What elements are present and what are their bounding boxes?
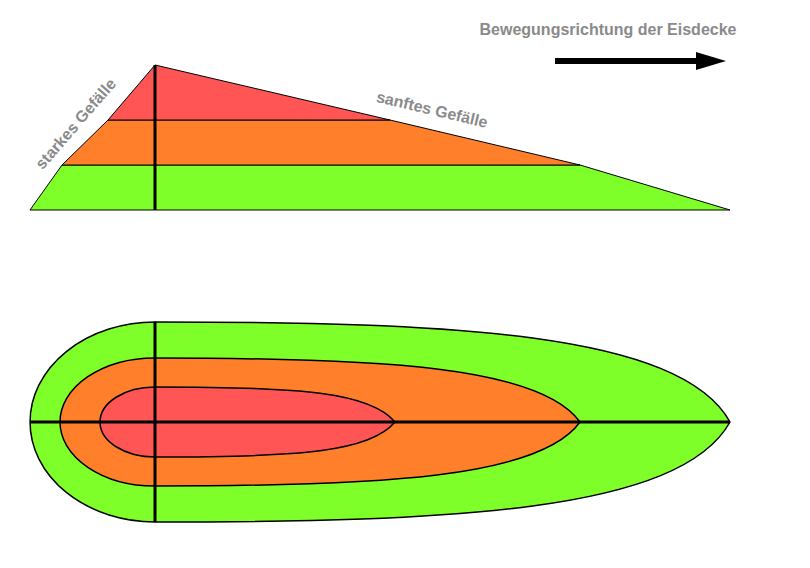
plan-view xyxy=(30,322,730,522)
axis-line xyxy=(154,322,157,522)
direction-label: Bewegungsrichtung der Eisdecke xyxy=(480,21,737,39)
profile-section xyxy=(30,65,730,210)
axis-line xyxy=(30,421,730,424)
red-zone xyxy=(108,65,390,120)
green-zone xyxy=(30,322,730,522)
orange-zone xyxy=(62,120,580,165)
green-zone xyxy=(30,165,730,210)
axis-line xyxy=(154,65,157,210)
direction-arrow xyxy=(555,58,700,64)
arrow-head xyxy=(696,52,726,70)
